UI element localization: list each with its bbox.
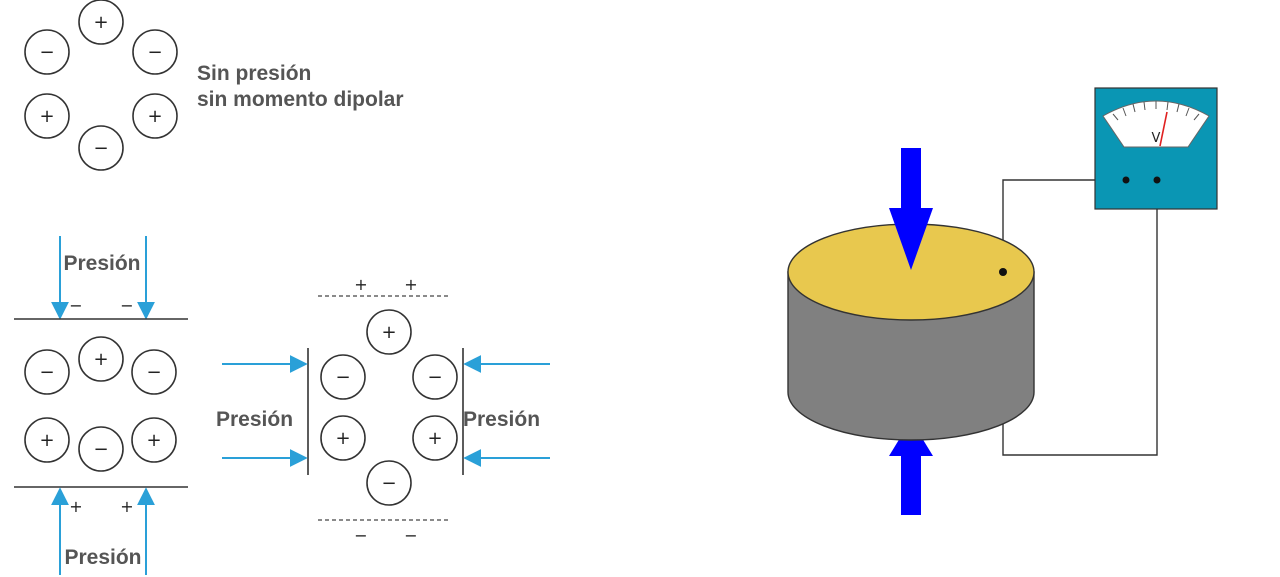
voltmeter-icon: V — [1094, 87, 1218, 210]
ion-negative: − — [78, 125, 124, 171]
ion-negative: − — [320, 354, 366, 400]
svg-text:−: − — [93, 439, 108, 460]
svg-text:−: − — [381, 473, 396, 494]
panel-rest: + − − + + − Sin presión sin momento dipo… — [24, 0, 404, 171]
ion-negative: − — [78, 426, 124, 472]
panel-horizontal-pressure: + + + − − + + − − − — [216, 275, 550, 545]
ion-positive: + — [24, 417, 70, 463]
contact-point — [999, 268, 1007, 276]
svg-text:+: + — [146, 430, 161, 451]
svg-text:+: + — [39, 106, 54, 127]
svg-text:+: + — [93, 12, 108, 33]
ion-positive: + — [412, 415, 458, 461]
svg-text:−: − — [146, 362, 161, 383]
ion-negative: − — [132, 29, 178, 75]
force-arrow-icon — [889, 148, 933, 270]
caption-no-dipole: sin momento dipolar — [197, 88, 404, 111]
svg-text:+: + — [381, 322, 396, 343]
panel-crystal-circuit: V — [787, 87, 1218, 515]
ion-positive: + — [78, 0, 124, 45]
surface-charge-positive: + — [69, 497, 82, 516]
piezo-crystal — [787, 223, 1035, 441]
svg-text:−: − — [335, 367, 350, 388]
pressure-label-bottom: Presión — [64, 546, 141, 569]
ion-positive: + — [131, 417, 177, 463]
svg-text:−: − — [39, 42, 54, 63]
pressure-label-right: Presión — [463, 408, 540, 431]
pressure-label-top: Presión — [63, 252, 140, 275]
ion-positive: + — [24, 93, 70, 139]
surface-charge-negative: − — [69, 296, 82, 315]
svg-text:−: − — [93, 138, 108, 159]
ion-negative: − — [131, 349, 177, 395]
meter-terminal — [1153, 176, 1161, 184]
caption-no-pressure: Sin presión — [197, 62, 311, 85]
ion-negative: − — [24, 349, 70, 395]
svg-text:+: + — [427, 428, 442, 449]
meter-terminal — [1122, 176, 1130, 184]
panel-vertical-pressure: Presión − − − + − + − + + + — [14, 236, 188, 575]
surface-charge-negative: − — [354, 526, 367, 545]
needle-icon — [1159, 111, 1168, 147]
surface-charge-negative: − — [120, 296, 133, 315]
ion-positive: + — [132, 93, 178, 139]
wire-bottom — [1002, 180, 1158, 456]
ion-positive: + — [78, 336, 124, 382]
ion-positive: + — [320, 415, 366, 461]
svg-text:−: − — [147, 42, 162, 63]
surface-charge-positive: + — [404, 275, 417, 294]
svg-text:−: − — [427, 367, 442, 388]
ion-positive: + — [366, 309, 412, 355]
svg-text:+: + — [93, 349, 108, 370]
ion-negative: − — [24, 29, 70, 75]
pressure-label-left: Presión — [216, 408, 293, 431]
svg-text:+: + — [39, 430, 54, 451]
meter-dial — [1102, 100, 1210, 148]
svg-text:−: − — [39, 362, 54, 383]
ion-negative: − — [412, 354, 458, 400]
surface-charge-positive: + — [354, 275, 367, 294]
surface-charge-positive: + — [120, 497, 133, 516]
svg-text:+: + — [335, 428, 350, 449]
surface-charge-negative: − — [404, 526, 417, 545]
svg-text:+: + — [147, 106, 162, 127]
meter-unit: V — [1152, 131, 1161, 146]
ion-negative: − — [366, 460, 412, 506]
